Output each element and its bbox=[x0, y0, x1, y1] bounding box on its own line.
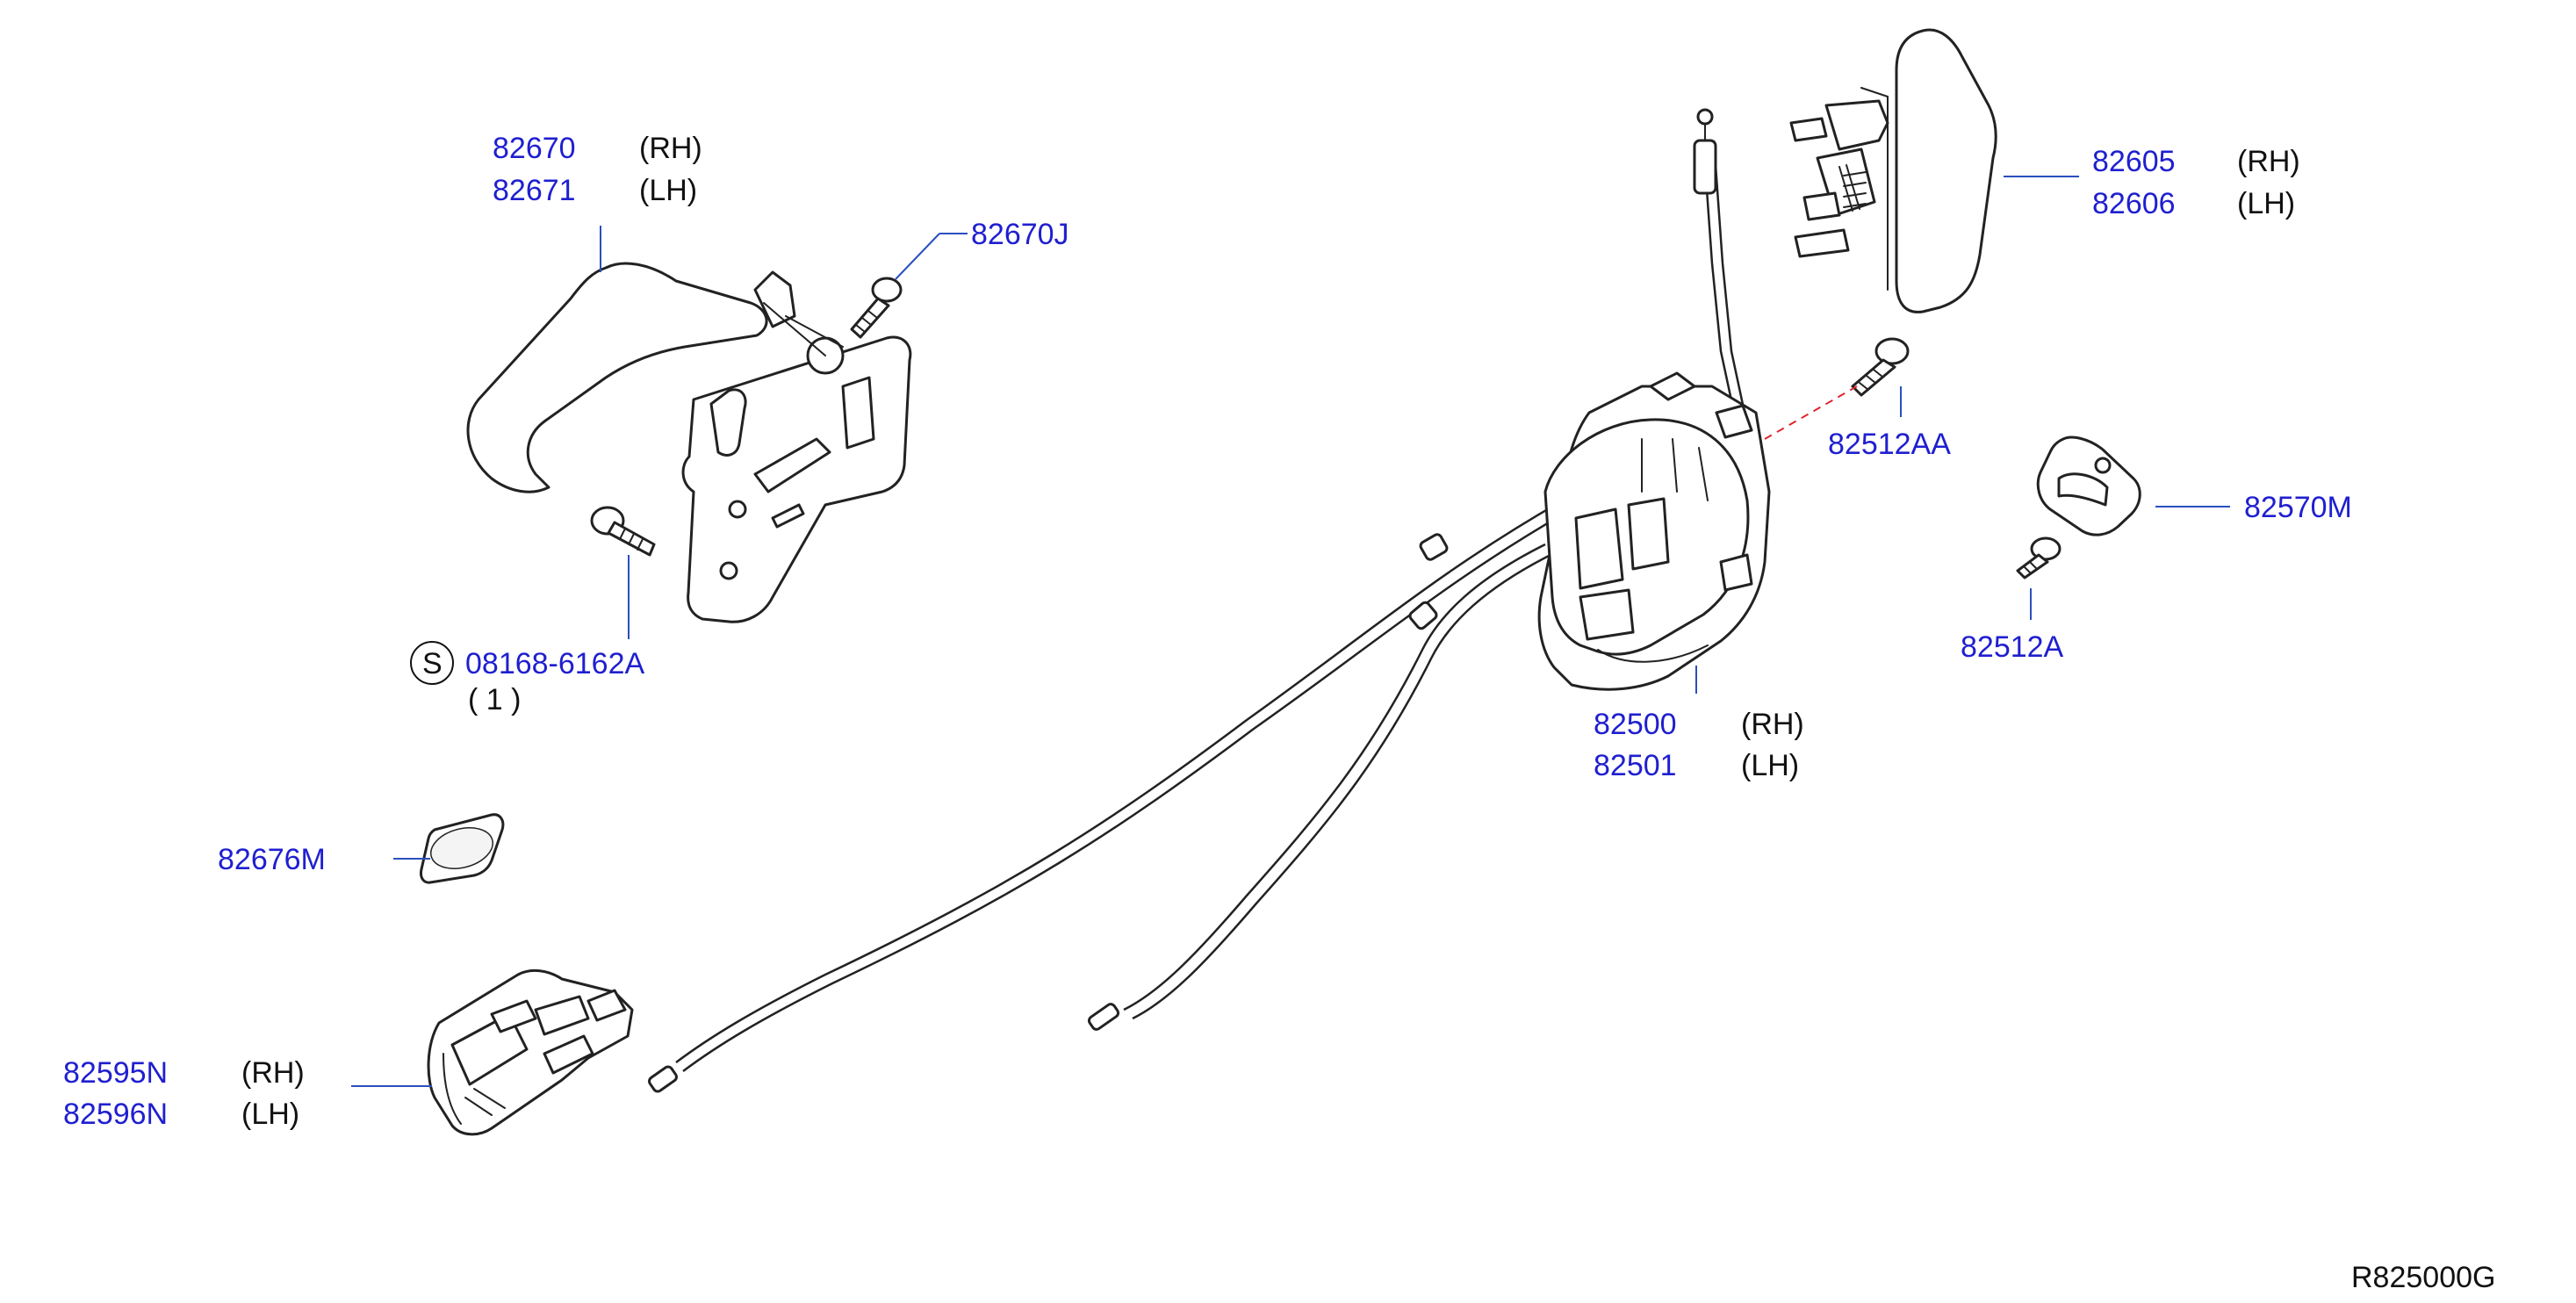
inside-handle-lever bbox=[466, 262, 768, 493]
escutcheon bbox=[420, 813, 505, 884]
cable-end-ball bbox=[1696, 108, 1714, 126]
screw-82512aa bbox=[1851, 337, 1910, 397]
outside-handle-body bbox=[1895, 28, 1997, 313]
screw-82670j bbox=[850, 277, 903, 339]
striker bbox=[2036, 436, 2141, 536]
leader-lines bbox=[351, 176, 2230, 1087]
label-82501-side: (LH) bbox=[1741, 749, 1799, 782]
inside-handle-assembly bbox=[466, 262, 912, 623]
cable-upper-b bbox=[682, 508, 1572, 1073]
label-82512aa: 82512AA bbox=[1828, 428, 1951, 461]
drawing-code: R825000G bbox=[2351, 1261, 2495, 1294]
label-82512a: 82512A bbox=[1961, 630, 2064, 664]
cable-lower bbox=[1123, 543, 1546, 1011]
label-82500-side: (RH) bbox=[1741, 708, 1804, 741]
label-82605-side: (RH) bbox=[2237, 145, 2300, 178]
alignment-line bbox=[1764, 385, 1858, 440]
inside-handle-bracket bbox=[681, 335, 912, 623]
outside-handle bbox=[1789, 28, 1997, 313]
label-82595n: 82595N bbox=[63, 1056, 168, 1090]
label-82671-side: (LH) bbox=[639, 174, 697, 207]
cable-vertical-b bbox=[1712, 140, 1746, 414]
label-82606: 82606 bbox=[2092, 187, 2176, 220]
outside-handle-bracket bbox=[427, 968, 634, 1136]
label-08168-6162a: 08168-6162A bbox=[465, 647, 645, 680]
label-82671: 82671 bbox=[493, 174, 576, 207]
label-standard-symbol: S bbox=[422, 647, 443, 680]
label-82676m: 82676M bbox=[218, 843, 326, 876]
cable-clip-2 bbox=[1408, 601, 1438, 630]
door-lock-assembly bbox=[1537, 371, 1771, 691]
label-82596n: 82596N bbox=[63, 1098, 168, 1131]
label-82605: 82605 bbox=[2092, 145, 2176, 178]
label-82501: 82501 bbox=[1594, 749, 1677, 782]
cable-clip-1 bbox=[1419, 533, 1449, 561]
standard-symbol-circle bbox=[410, 641, 454, 685]
bolt-08168 bbox=[590, 506, 656, 557]
cable-end-left bbox=[648, 1065, 678, 1093]
cable-rods bbox=[648, 108, 1746, 1093]
screw-82512a bbox=[2016, 536, 2062, 580]
label-82500: 82500 bbox=[1594, 708, 1677, 741]
label-82670-side: (RH) bbox=[639, 132, 702, 165]
cable-upper bbox=[675, 499, 1564, 1064]
label-82596n-side: (LH) bbox=[241, 1098, 299, 1131]
label-82570m: 82570M bbox=[2244, 491, 2352, 524]
labels: 82670 (RH) 82671 (LH) 82670J S 08168-616… bbox=[63, 132, 2495, 1294]
label-82606-side: (LH) bbox=[2237, 187, 2295, 220]
label-82595n-side: (RH) bbox=[241, 1056, 305, 1090]
label-82670j: 82670J bbox=[971, 218, 1069, 251]
cable-end-lower bbox=[1087, 1003, 1120, 1031]
label-bolt-qty: ( 1 ) bbox=[468, 683, 521, 716]
label-82670: 82670 bbox=[493, 132, 576, 165]
cable-fitting-top bbox=[1693, 139, 1717, 195]
cable-vertical bbox=[1702, 140, 1736, 414]
cable-lower-b bbox=[1132, 551, 1555, 1020]
